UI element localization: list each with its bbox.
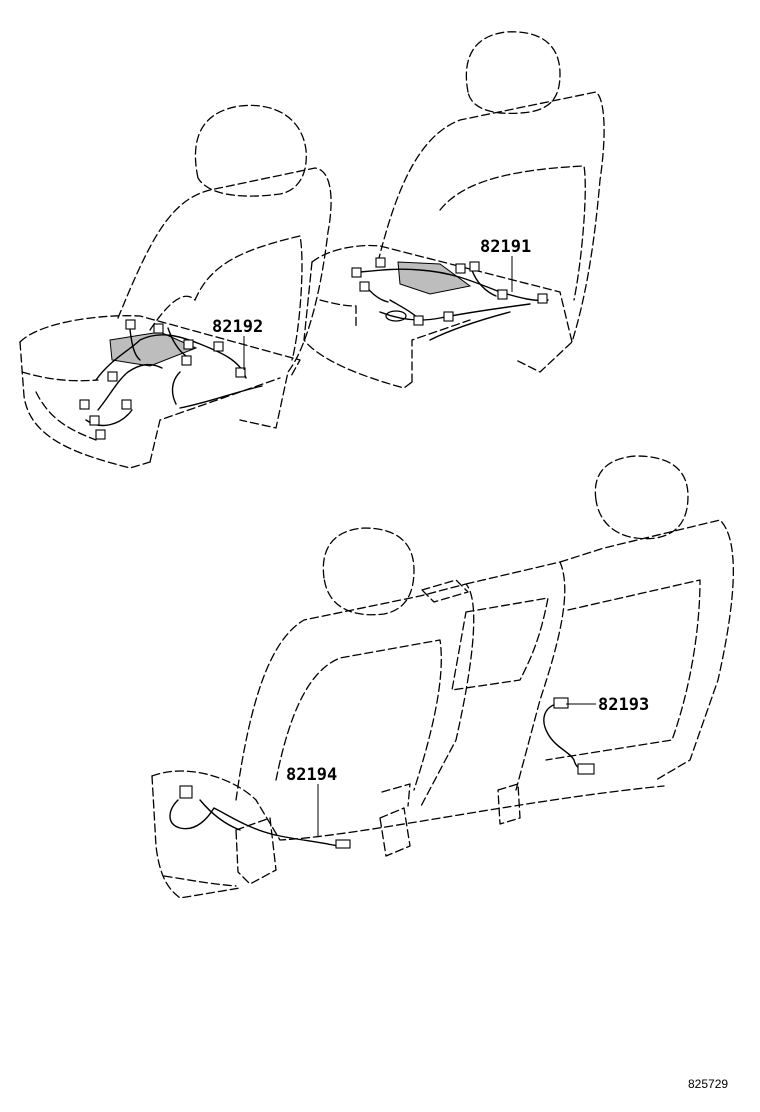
reference-code: 825729 [688, 1077, 728, 1091]
front-left-seat [19, 104, 332, 469]
callout-82194: 82194 [286, 765, 337, 785]
callout-82191: 82191 [480, 237, 531, 257]
rear-bench-seat [151, 455, 734, 899]
callout-82192: 82192 [212, 317, 263, 337]
callout-82193: 82193 [598, 695, 649, 715]
leader-lines [243, 256, 596, 836]
front-right-seat [303, 31, 605, 389]
